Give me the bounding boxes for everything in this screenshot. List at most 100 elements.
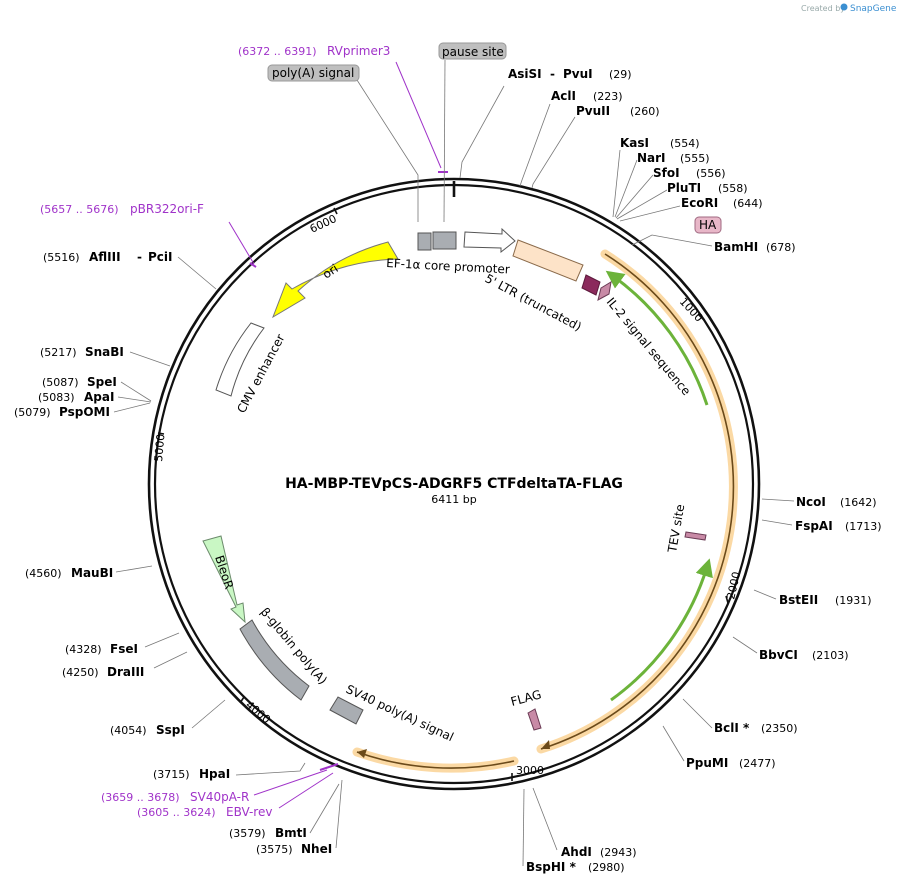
enzyme-pos: (554)	[670, 137, 700, 150]
tick-mark	[333, 207, 338, 215]
enzyme-pos: (260)	[630, 105, 660, 118]
enzyme-label-ahdi: AhdI	[561, 845, 592, 859]
enzyme-sep: -	[137, 250, 142, 264]
enzyme-pos: (4054)	[110, 724, 147, 737]
enzyme-label-acli: AclI	[551, 89, 576, 103]
enzyme-label-maubi: MauBI	[71, 566, 113, 580]
feature-label-bleor: BleoR	[212, 554, 236, 591]
backbone	[147, 177, 761, 791]
feature-tev-site	[684, 531, 707, 541]
enzyme-pos: (678)	[766, 241, 796, 254]
enzyme-label-hpai: HpaI	[199, 767, 230, 781]
enzyme-pos: (2103)	[812, 649, 849, 662]
primer-range: (3605 .. 3624)	[137, 806, 216, 819]
tick-label-5000: 5000	[152, 433, 167, 462]
enzyme-labels: AsiSI - PvuI (29) AclI (223) PvuII (260)…	[14, 67, 882, 874]
enzyme-label-nari: NarI	[637, 151, 666, 165]
enzyme-label-kasi: KasI	[620, 136, 649, 150]
enzyme-label-asisi: AsiSI	[508, 67, 542, 81]
enzyme-label-apai: ApaI	[84, 390, 114, 404]
enzyme-label-spei: SpeI	[87, 375, 117, 389]
feature-ef1a-blocks	[417, 227, 516, 254]
enzyme-pos: (1713)	[845, 520, 882, 533]
enzyme-label-bamhi: BamHI	[714, 240, 758, 254]
tick-mark	[697, 313, 705, 321]
enzyme-label-fsei: FseI	[110, 642, 138, 656]
feature-ha-marker	[597, 281, 612, 301]
feature-label-5ltr: 5' LTR (truncated)	[483, 271, 584, 334]
tick-label-2000: 2000	[724, 570, 743, 600]
plasmid-title: HA-MBP-TEVpCS-ADGRF5 CTFdeltaTA-FLAG	[285, 476, 623, 492]
enzyme-label-pvuii: PvuII	[576, 104, 610, 118]
enzyme-label-pcii: PciI	[148, 250, 173, 264]
created-by-label: Created by	[801, 4, 845, 13]
green-feature-arrows	[605, 270, 713, 702]
enzyme-pos: (2980)	[588, 861, 625, 874]
tick-label-3000: 3000	[516, 764, 544, 777]
feature-label-flag: FLAG	[509, 687, 543, 709]
feature-bleor	[202, 535, 246, 624]
enzyme-label-bcli: BclI *	[714, 721, 750, 735]
feature-label-tev: TEV site	[665, 503, 687, 554]
enzyme-pos: (3579)	[229, 827, 266, 840]
enzyme-pos: (3715)	[153, 768, 190, 781]
primer-labels: (6372 .. 6391) RVprimer3 (5657 .. 5676) …	[40, 44, 390, 819]
feature-label-ha: HA	[699, 218, 717, 232]
brand-label: SnapGene	[850, 4, 897, 14]
enzyme-sep: -	[550, 67, 555, 81]
enzyme-label-bsteii: BstEII	[779, 593, 818, 607]
enzyme-pos: (5083)	[38, 391, 75, 404]
enzyme-label-pspomi: PspOMI	[59, 405, 110, 419]
feature-flag	[527, 708, 542, 731]
enzyme-label-sfoi: SfoI	[653, 166, 680, 180]
enzyme-pos: (5217)	[40, 346, 77, 359]
primer-label-ebv-rev: EBV-rev	[226, 805, 272, 819]
enzyme-label-bsphi: BspHI *	[526, 860, 577, 874]
enzyme-leader-lines	[113, 59, 795, 867]
enzyme-label-afliii: AflIII	[89, 250, 121, 264]
enzyme-pos: (644)	[733, 197, 763, 210]
enzyme-label-draiii: DraIII	[107, 665, 144, 679]
enzyme-label-pluti: PluTI	[667, 181, 701, 195]
enzyme-pos: (558)	[718, 182, 748, 195]
primer-marks	[228, 61, 448, 809]
enzyme-label-ncoi: NcoI	[796, 495, 826, 509]
primer-label-rvprimer3: RVprimer3	[327, 44, 390, 58]
enzyme-label-snabi: SnaBI	[85, 345, 124, 359]
feature-il2-signal	[581, 274, 601, 296]
feature-label-ef1a: EF-1α core promoter	[386, 256, 510, 276]
feature-ori	[272, 241, 399, 319]
enzyme-pos: (2350)	[761, 722, 798, 735]
enzyme-label-bmti: BmtI	[275, 826, 307, 840]
feature-sv40-polya	[329, 696, 364, 725]
enzyme-pos: (555)	[680, 152, 710, 165]
enzyme-label-nhei: NheI	[301, 842, 332, 856]
enzyme-label-sspi: SspI	[156, 723, 185, 737]
enzyme-pos: (4560)	[25, 567, 62, 580]
tick-mark	[239, 696, 245, 704]
enzyme-label-ecori: EcoRI	[681, 196, 718, 210]
enzyme-label-ppumi: PpuMI	[686, 756, 728, 770]
tick-label-4000: 4000	[243, 698, 273, 726]
enzyme-pos: (5087)	[42, 376, 79, 389]
feature-label-pause-site: pause site	[442, 45, 504, 59]
enzyme-label-fspai: FspAI	[795, 519, 833, 533]
enzyme-pos: (5079)	[14, 406, 51, 419]
feature-label-poly-a-signal: poly(A) signal	[272, 66, 354, 80]
enzyme-pos: (2943)	[600, 846, 637, 859]
enzyme-pos: (556)	[696, 167, 726, 180]
primer-range: (6372 .. 6391)	[238, 45, 317, 58]
primer-range: (3659 .. 3678)	[101, 791, 180, 804]
enzyme-label-bbvci: BbvCI	[759, 648, 798, 662]
tick-mark	[157, 432, 165, 435]
enzyme-pos: (29)	[609, 68, 632, 81]
primer-label-pbr322ori-f: pBR322ori-F	[130, 202, 204, 216]
enzyme-pos: (1642)	[840, 496, 877, 509]
plasmid-length: 6411 bp	[431, 493, 476, 506]
enzyme-pos: (4328)	[65, 643, 102, 656]
snapgene-logo-icon	[840, 3, 848, 11]
primer-label-sv40pa-r: SV40pA-R	[190, 790, 249, 804]
enzyme-pos: (3575)	[256, 843, 293, 856]
feature-5ltr	[512, 239, 584, 282]
